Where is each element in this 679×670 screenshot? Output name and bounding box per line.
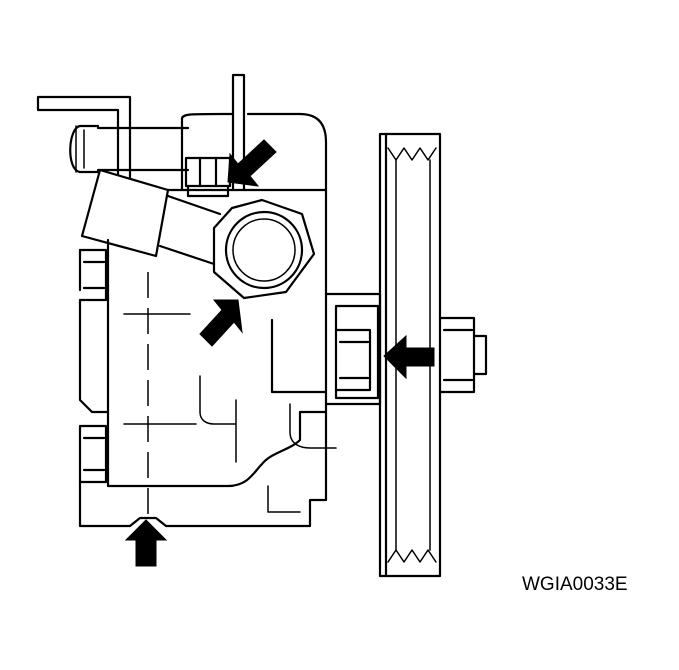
inner-detail-2 [199, 375, 237, 463]
pulley-nut [438, 316, 488, 394]
left-bolt-lower [78, 424, 108, 484]
bottom-bracket-inner [267, 485, 301, 513]
inner-detail-1 [123, 313, 197, 425]
left-banjo-ring [75, 125, 85, 173]
inlet-hose-to-housing [158, 194, 222, 266]
pulley-groove-bottom [387, 549, 437, 563]
pump-body [78, 238, 328, 488]
upper-tube [96, 126, 190, 172]
arrow-upper-bolt [227, 139, 277, 187]
left-bolt-upper [78, 248, 108, 302]
pulley-groove-top [387, 147, 437, 161]
upper-bolt-head [184, 156, 232, 198]
hex-fitting-core [232, 218, 296, 282]
side-bolt [334, 328, 372, 392]
arrow-bottom-bracket [124, 519, 168, 567]
left-banjo-fitting [69, 124, 100, 174]
inlet-hose [80, 168, 170, 258]
pump-body-left-edge [78, 298, 110, 414]
inner-detail-3 [289, 403, 337, 449]
arrow-hex-fitting [199, 299, 243, 347]
hex-fitting-inner [224, 210, 304, 290]
upper-housing [180, 112, 328, 292]
bottom-bracket [78, 410, 328, 528]
figure-id-label: WGIA0033E [522, 574, 628, 595]
arrow-pulley-nut [383, 334, 435, 380]
